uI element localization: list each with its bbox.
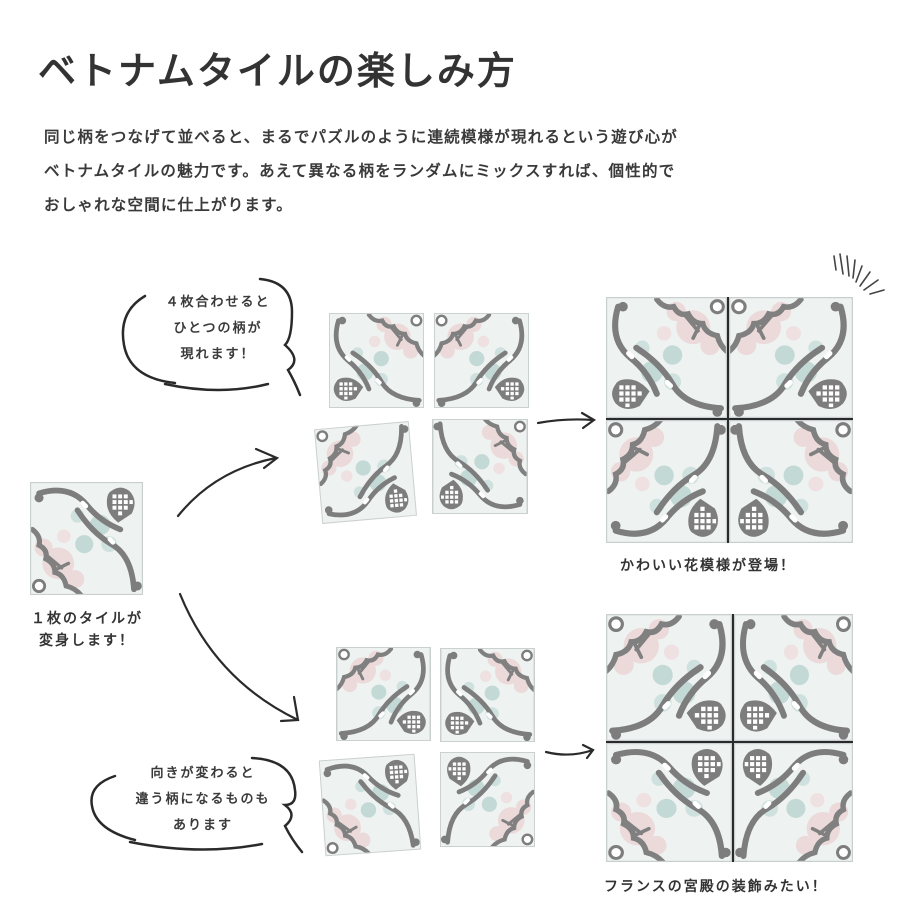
upper-assembled-tiles bbox=[606, 297, 853, 543]
intro-paragraph: 同じ柄をつなげて並べると、まるでパズルのように連続模様が現れるという遊び心が ベ… bbox=[44, 120, 864, 222]
lower-speech-bubble: 向きが変わると 違う柄になるものも あります bbox=[118, 761, 288, 839]
lower-loose-tile-4 bbox=[440, 752, 535, 847]
page-title: ベトナムタイルの楽しみ方 bbox=[38, 49, 517, 93]
single-tile-image bbox=[30, 482, 143, 595]
bubble-line: 向きが変わると bbox=[150, 766, 256, 781]
intro-line: ベトナムタイルの魅力です。あえて異なる柄をランダムにミックスすれば、個性的で bbox=[44, 162, 676, 180]
bubble-line: 現れます！ bbox=[180, 347, 256, 362]
upper-speech-bubble: ４枚合わせると ひとつの柄が 現れます！ bbox=[148, 290, 288, 368]
sparkle-icon bbox=[833, 253, 885, 295]
bubble-line: あります bbox=[172, 818, 233, 833]
curved-arrow-down-icon bbox=[178, 592, 300, 723]
arrow-right-icon bbox=[536, 411, 597, 430]
lower-loose-tile-3 bbox=[319, 754, 421, 856]
single-tile-caption: １枚のタイルが 変身します！ bbox=[22, 608, 152, 652]
caption-line: １枚のタイルが bbox=[31, 611, 143, 627]
lower-assembled-tiles bbox=[606, 614, 853, 862]
upper-loose-tile-1 bbox=[329, 313, 424, 408]
intro-line: おしゃれな空間に仕上がります。 bbox=[44, 196, 293, 214]
lower-result-caption: フランスの宮殿の装飾みたい！ bbox=[604, 879, 828, 895]
bubble-line: ４枚合わせると bbox=[165, 295, 271, 310]
bubble-line: 違う柄になるものも bbox=[135, 792, 271, 807]
caption-line: 変身します！ bbox=[39, 633, 135, 649]
bubble-line: ひとつの柄が bbox=[173, 321, 263, 336]
arrow-right-icon bbox=[544, 743, 595, 760]
curved-arrow-up-icon bbox=[176, 447, 280, 518]
lower-loose-tile-2 bbox=[440, 648, 535, 742]
upper-loose-tile-4 bbox=[432, 419, 528, 514]
upper-result-caption: かわいい花模様が登場！ bbox=[620, 558, 796, 574]
intro-line: 同じ柄をつなげて並べると、まるでパズルのように連続模様が現れるという遊び心が bbox=[44, 128, 678, 146]
upper-loose-tile-2 bbox=[434, 313, 529, 408]
lower-loose-tile-1 bbox=[336, 647, 431, 741]
upper-loose-tile-3 bbox=[314, 421, 417, 524]
